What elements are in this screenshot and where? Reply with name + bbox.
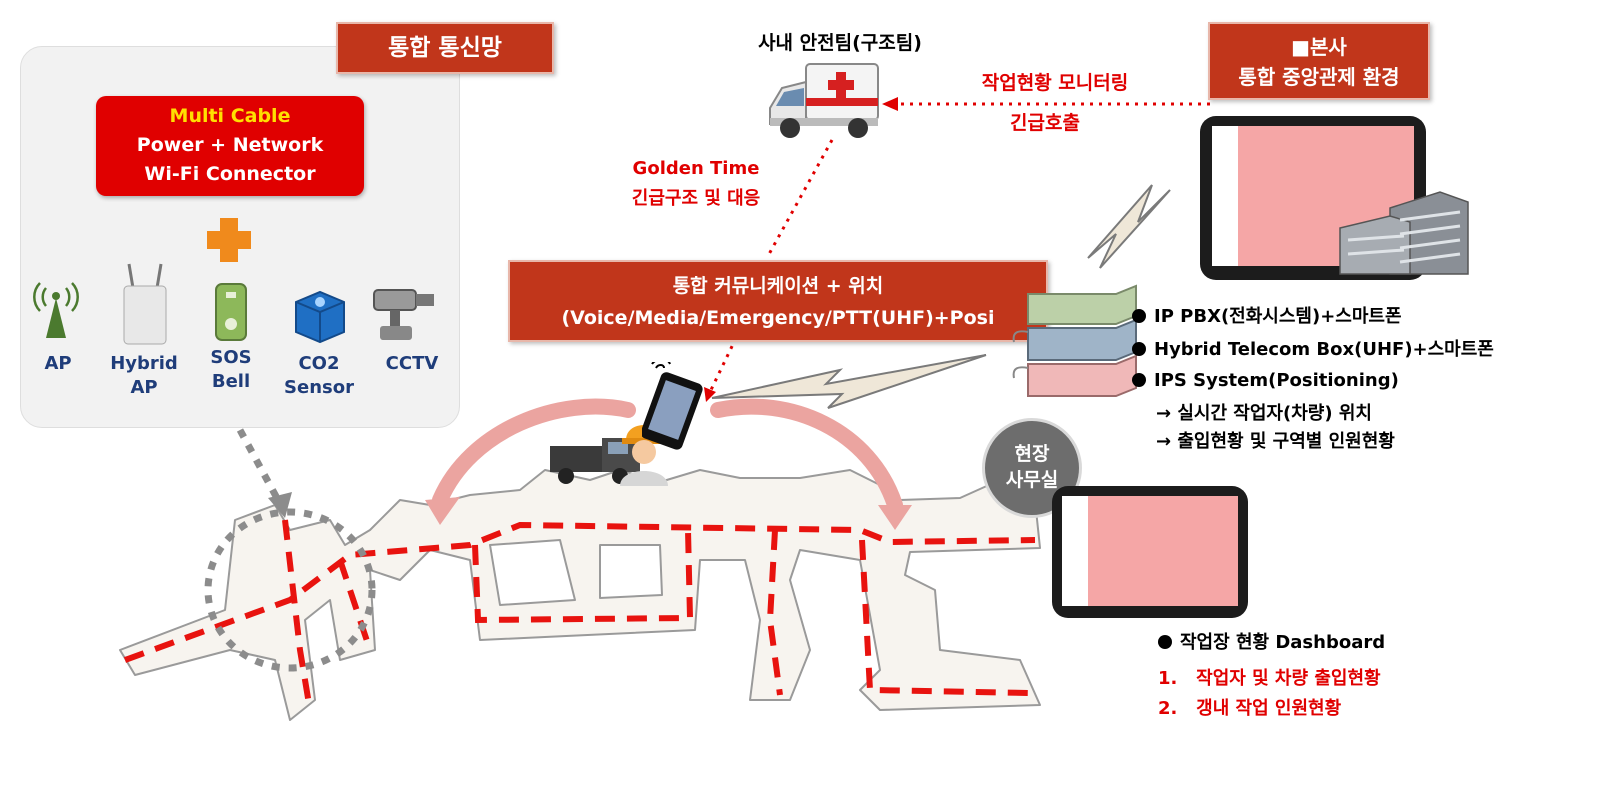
comm-dotted-lines	[708, 102, 1210, 393]
site-monitor	[1052, 486, 1248, 618]
access-point-icon	[123, 263, 167, 345]
golden-time-label: Golden Time	[632, 158, 760, 179]
device-label-hybrid-ap: Hybrid AP	[110, 353, 178, 398]
ips-detail-realtime: → 실시간 작업자(차량) 위치	[1156, 403, 1372, 424]
dashboard-title-text: 작업장 현황 Dashboard	[1180, 632, 1386, 653]
integration-box: 통합 커뮤니케이션 + 위치 (Voice/Media/Emergency/PT…	[508, 260, 1048, 342]
emergency-call-label: 긴급호출	[1010, 112, 1080, 134]
system-ip-pbx-text: IP PBX(전화시스템)+스마트폰	[1154, 306, 1402, 327]
monitoring-label: 작업현황 모니터링	[981, 72, 1129, 94]
sos-bell-icon	[215, 283, 247, 341]
wireless-bolt-icon	[1087, 184, 1171, 269]
bullet-icon	[1132, 342, 1146, 356]
integration-line2: (Voice/Media/Emergency/PTT(UHF)+Posi	[561, 307, 995, 329]
network-route	[123, 519, 1036, 711]
site-office-line2: 사무실	[1005, 469, 1059, 491]
multi-cable-title: Multi Cable	[169, 105, 291, 127]
tunnel-network	[119, 469, 1041, 721]
smartphone-icon	[642, 362, 703, 450]
device-label-co2-sensor: CO2 Sensor	[284, 353, 354, 398]
multi-cable-line2: Power + Network	[136, 134, 324, 156]
device-label-sos-bell: SOS Bell	[210, 347, 252, 392]
headquarters-box: ■본사 통합 중앙관제 환경	[1208, 22, 1430, 100]
co2-sensor-icon	[295, 290, 345, 344]
network-panel-title: 통합 통신망	[336, 22, 554, 74]
server-stack-icon	[1012, 284, 1137, 397]
system-ips-text: IPS System(Positioning)	[1154, 370, 1399, 391]
system-hybrid-box: Hybrid Telecom Box(UHF)+스마트폰	[1132, 335, 1494, 361]
golden-time-desc: 긴급구조 및 대응	[631, 188, 761, 209]
coverage-arrow-head	[268, 492, 292, 518]
headquarters-line1: ■본사	[1291, 35, 1347, 59]
bullet-icon	[1158, 635, 1172, 649]
site-office-line1: 현장	[1014, 443, 1050, 465]
system-ips: IPS System(Positioning)	[1132, 370, 1399, 391]
rescue-team-label: 사내 안전팀(구조팀)	[758, 32, 922, 54]
dashboard-item-1: 1. 작업자 및 차량 출입현황	[1158, 668, 1381, 689]
antenna-icon	[33, 282, 79, 338]
orange-cross-icon	[207, 218, 251, 262]
dashboard-item-2: 2. 갱내 작업 인원현황	[1158, 698, 1342, 719]
dashboard-title: 작업장 현황 Dashboard	[1158, 628, 1385, 654]
worker-flow-arrows	[432, 398, 903, 513]
device-label-ap: AP	[44, 353, 72, 374]
integration-line1: 통합 커뮤니케이션 + 위치	[672, 275, 884, 297]
cctv-camera-icon	[373, 289, 434, 340]
building-icon	[1339, 191, 1469, 275]
bullet-icon	[1132, 309, 1146, 323]
multi-cable-line3: Wi-Fi Connector	[144, 163, 316, 185]
site-monitor-screen	[1062, 496, 1238, 606]
multi-cable-box: Multi Cable Power + Network Wi-Fi Connec…	[96, 96, 364, 196]
system-ip-pbx: IP PBX(전화시스템)+스마트폰	[1132, 302, 1402, 328]
ambulance-icon	[769, 63, 879, 138]
bullet-icon	[1132, 373, 1146, 387]
headquarters-line2: 통합 중앙관제 환경	[1238, 65, 1400, 89]
ips-detail-access: → 출입현황 및 구역별 인원현황	[1156, 431, 1395, 452]
system-hybrid-box-text: Hybrid Telecom Box(UHF)+스마트폰	[1154, 339, 1494, 360]
wireless-bolt-icon	[711, 354, 987, 409]
coverage-dotted-circle	[204, 428, 376, 672]
device-label-cctv: CCTV	[385, 353, 439, 374]
